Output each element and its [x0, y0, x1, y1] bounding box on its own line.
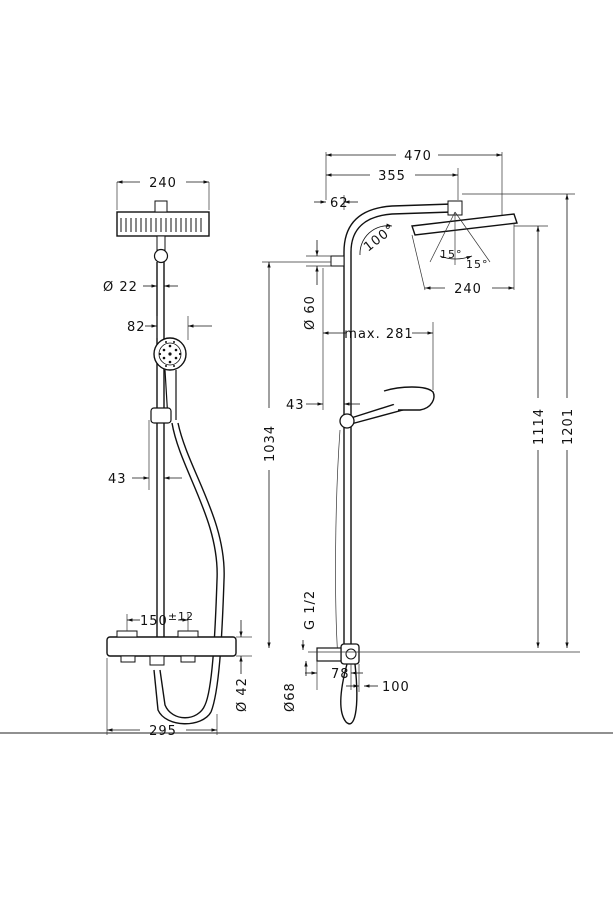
side-wall-bracket: [330, 255, 345, 267]
side-tilt-right-label: 15°: [466, 258, 489, 271]
front-mixer-height-label: Ø 42: [235, 677, 250, 712]
front-handshower-offset-label: 82: [127, 320, 146, 335]
front-arm-joint: [153, 248, 169, 264]
side-escutcheon-label: Ø68: [283, 682, 298, 712]
front-arm-diameter-label: Ø 22: [103, 280, 138, 295]
side-mixer-depth-label: 100: [382, 680, 410, 695]
side-tilt-left-label: 15°: [440, 248, 463, 261]
side-slider: [339, 413, 355, 429]
front-total-width-label: 295: [149, 724, 177, 739]
side-arm-reach-label: 355: [378, 169, 406, 184]
side-thread-label: G 1/2: [303, 590, 318, 630]
side-view: 470 355 62 100° 15° 15° 240 Ø 60 max. 28…: [262, 149, 580, 725]
side-rail-offset-label: 43: [286, 398, 305, 413]
front-mixer: [106, 636, 237, 657]
side-total-height-label: 1201: [561, 408, 576, 445]
side-overall-reach-label: 470: [404, 149, 432, 164]
front-width-head-label: 240: [149, 176, 177, 191]
side-head-height-label: 1114: [532, 408, 547, 445]
side-head-width-label: 240: [454, 282, 482, 297]
side-arm-diameter-label: Ø 60: [303, 295, 318, 330]
side-handshower: [383, 386, 435, 411]
front-slider: [150, 407, 172, 424]
front-inlet-spacing-label: 150±12: [140, 610, 194, 629]
front-rail-offset-label: 43: [108, 472, 127, 487]
side-max-reach-label: max. 281: [344, 327, 413, 342]
front-head-nozzles: [120, 218, 202, 232]
front-view: 240 Ø 22 82 43 150±12 Ø 42 295: [103, 176, 252, 739]
side-overhead-head: [411, 213, 518, 236]
side-arm-offset-label: 62: [330, 196, 349, 211]
side-inlet-depth-label: 78: [331, 667, 350, 682]
front-inlet-spacing-tolerance: ±12: [168, 610, 194, 623]
side-rail-height-label: 1034: [263, 425, 278, 462]
